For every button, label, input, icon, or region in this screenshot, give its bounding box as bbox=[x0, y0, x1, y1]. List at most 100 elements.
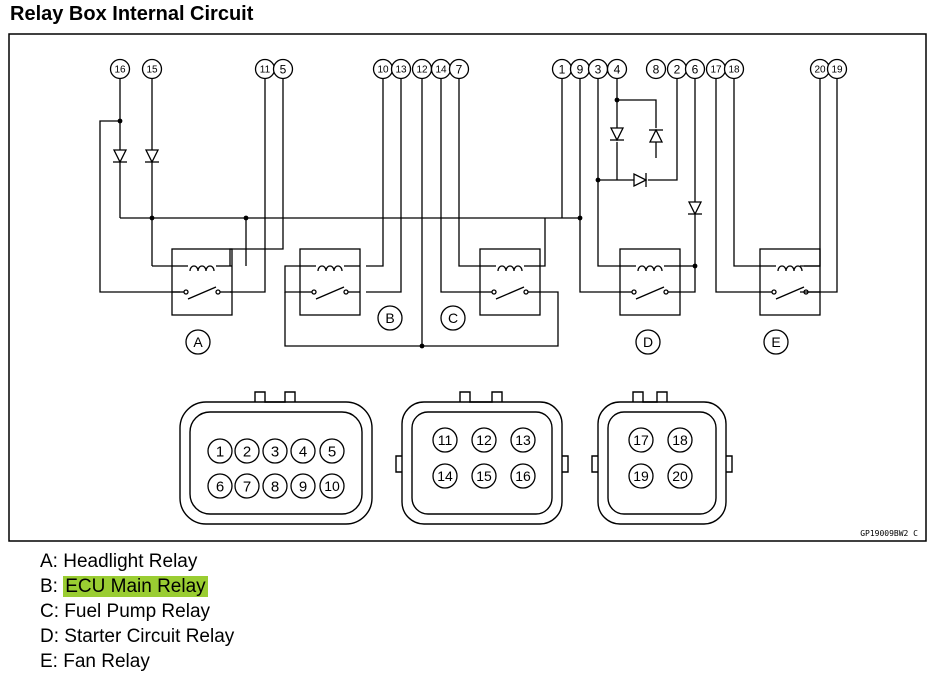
svg-text:13: 13 bbox=[395, 65, 407, 76]
connector-pin-11: 11 bbox=[432, 427, 458, 453]
terminal-16: 16 bbox=[109, 58, 131, 80]
connector-pin-15: 15 bbox=[471, 463, 497, 489]
svg-text:5: 5 bbox=[328, 443, 336, 460]
relay-a bbox=[171, 248, 233, 316]
legend-item-b: B: ECU Main Relay bbox=[40, 576, 208, 597]
terminal-12: 12 bbox=[411, 58, 433, 80]
svg-text:D: D bbox=[643, 334, 653, 350]
svg-text:8: 8 bbox=[271, 478, 279, 495]
relay-label-e: E bbox=[763, 329, 789, 355]
svg-text:11: 11 bbox=[260, 65, 271, 76]
relays bbox=[171, 248, 821, 316]
terminal-9: 9 bbox=[569, 58, 591, 80]
svg-text:3: 3 bbox=[595, 62, 602, 76]
relay-d bbox=[619, 248, 681, 316]
terminal-15: 15 bbox=[141, 58, 163, 80]
connector-pin-3: 3 bbox=[262, 438, 288, 464]
svg-text:12: 12 bbox=[476, 432, 492, 448]
connector-pin-9: 9 bbox=[290, 473, 316, 499]
svg-text:2: 2 bbox=[243, 443, 251, 460]
connector-pin-18: 18 bbox=[667, 427, 693, 453]
terminal-5: 5 bbox=[272, 58, 294, 80]
terminal-10: 10 bbox=[372, 58, 394, 80]
connector-pin-7: 7 bbox=[234, 473, 260, 499]
svg-text:5: 5 bbox=[280, 62, 287, 76]
diagram-frame bbox=[8, 33, 927, 542]
legend-item-c: C: Fuel Pump Relay bbox=[40, 601, 211, 622]
svg-text:8: 8 bbox=[653, 62, 660, 76]
svg-text:9: 9 bbox=[299, 478, 307, 495]
terminal-17: 17 bbox=[705, 58, 727, 80]
connector-pin-20: 20 bbox=[667, 463, 693, 489]
svg-text:4: 4 bbox=[614, 62, 621, 76]
svg-text:17: 17 bbox=[633, 432, 649, 448]
svg-text:C: C bbox=[448, 310, 458, 326]
svg-text:12: 12 bbox=[416, 65, 428, 76]
terminal-11: 11 bbox=[254, 58, 276, 80]
connector-pin-2: 2 bbox=[234, 438, 260, 464]
svg-text:10: 10 bbox=[377, 65, 389, 76]
connector-pin-12: 12 bbox=[471, 427, 497, 453]
diodes bbox=[112, 127, 703, 216]
connector-6pin-inner bbox=[411, 411, 553, 515]
page-title: Relay Box Internal Circuit bbox=[10, 3, 254, 25]
svg-text:13: 13 bbox=[515, 432, 531, 448]
connector-pin-8: 8 bbox=[262, 473, 288, 499]
connector-pin-16: 16 bbox=[510, 463, 536, 489]
terminal-20: 20 bbox=[809, 58, 831, 80]
connector-4pin-inner bbox=[607, 411, 717, 515]
connector-pin-14: 14 bbox=[432, 463, 458, 489]
connector-10pin-inner bbox=[189, 411, 363, 515]
terminal-4: 4 bbox=[606, 58, 628, 80]
connector-pin-13: 13 bbox=[510, 427, 536, 453]
svg-text:11: 11 bbox=[438, 432, 453, 448]
legend: A: Headlight Relay B: ECU Main Relay C: … bbox=[40, 549, 234, 674]
connector-pin-17: 17 bbox=[628, 427, 654, 453]
svg-text:6: 6 bbox=[216, 478, 224, 495]
svg-text:17: 17 bbox=[710, 65, 722, 76]
svg-text:E: E bbox=[771, 334, 780, 350]
terminal-7: 7 bbox=[448, 58, 470, 80]
relay-b bbox=[299, 248, 361, 316]
connector-pin-10: 10 bbox=[319, 473, 345, 499]
svg-text:18: 18 bbox=[672, 432, 688, 448]
connectors bbox=[179, 391, 733, 525]
relay-label-d: D bbox=[635, 329, 661, 355]
legend-item-a: A: Headlight Relay bbox=[40, 551, 198, 572]
svg-text:7: 7 bbox=[243, 478, 251, 495]
connector-pin-5: 5 bbox=[319, 438, 345, 464]
svg-text:10: 10 bbox=[324, 478, 340, 494]
relay-label-a: A bbox=[185, 329, 211, 355]
terminal-1: 1 bbox=[551, 58, 573, 80]
terminal-18: 18 bbox=[723, 58, 745, 80]
junction-dots bbox=[117, 97, 698, 349]
svg-text:B: B bbox=[385, 310, 394, 326]
svg-text:20: 20 bbox=[814, 65, 826, 76]
connector-pin-4: 4 bbox=[290, 438, 316, 464]
relay-label-circles: A B C D E bbox=[185, 305, 789, 355]
relay-c bbox=[479, 248, 541, 316]
terminal-6: 6 bbox=[684, 58, 706, 80]
svg-text:18: 18 bbox=[728, 65, 740, 76]
relay-label-b: B bbox=[377, 305, 403, 331]
relay-e bbox=[759, 248, 821, 316]
terminal-8: 8 bbox=[645, 58, 667, 80]
figure-code: GP19009BW2 C bbox=[860, 529, 918, 538]
svg-text:19: 19 bbox=[633, 468, 649, 484]
highlighted-text: ECU Main Relay bbox=[63, 576, 208, 597]
svg-text:16: 16 bbox=[515, 468, 531, 484]
svg-text:1: 1 bbox=[216, 443, 224, 460]
terminal-3: 3 bbox=[587, 58, 609, 80]
terminal-2: 2 bbox=[666, 58, 688, 80]
terminal-19: 19 bbox=[826, 58, 848, 80]
terminal-14: 14 bbox=[430, 58, 452, 80]
svg-text:1: 1 bbox=[559, 62, 566, 76]
svg-text:14: 14 bbox=[437, 468, 453, 484]
svg-text:14: 14 bbox=[435, 65, 447, 76]
svg-text:9: 9 bbox=[577, 62, 584, 76]
connector-pin-19: 19 bbox=[628, 463, 654, 489]
terminal-13: 13 bbox=[390, 58, 412, 80]
connector-pin-6: 6 bbox=[207, 473, 233, 499]
